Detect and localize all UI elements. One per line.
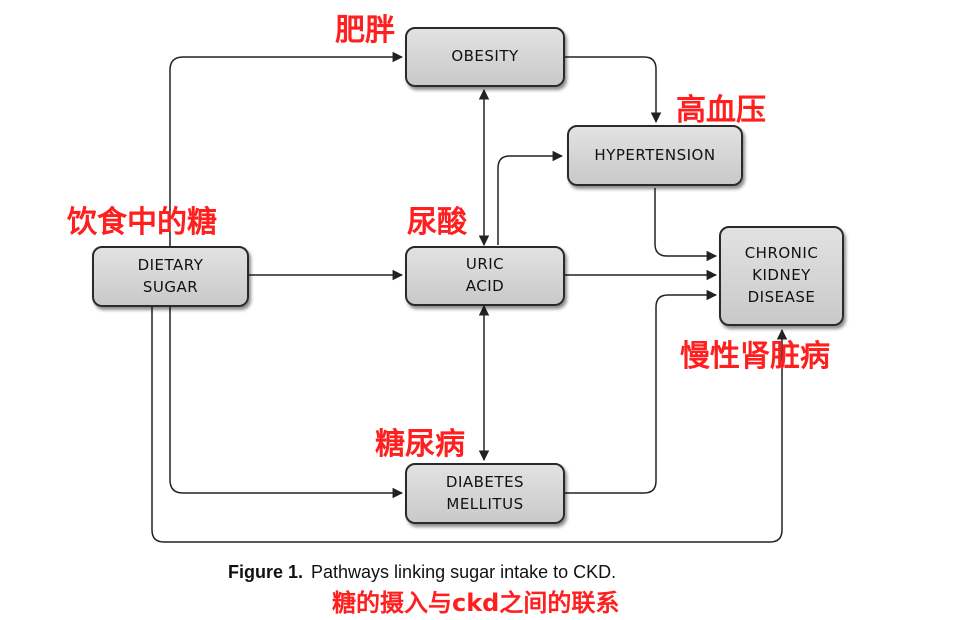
edge-sugar-obesity [169,51,404,246]
node-dietary-sugar-line1: DIETARY [137,255,204,274]
edge-hypertension-ckd [654,188,718,262]
edge-diabetes-ckd [565,289,718,494]
figure-caption-text: Pathways linking sugar intake to CKD. [311,562,617,582]
edge-sugar-diabetes [169,307,404,499]
node-dietary-sugar-line2: SUGAR [142,277,199,296]
edge-sugar-ckd [151,307,788,543]
figure-caption-label: Figure 1. [228,562,304,582]
annotation-obesity: 肥胖 [335,13,395,48]
edge-uric-hypertension [497,150,564,245]
node-diabetes-line2: MELLITUS [446,494,524,513]
annotation-hypertension: 高血压 [676,93,766,128]
node-dietary-sugar: DIETARY SUGAR [92,246,249,307]
annotation-diabetes: 糖尿病 [375,427,465,462]
node-hypertension: HYPERTENSION [567,125,743,186]
node-uric-acid-line1: URIC [465,255,505,274]
node-obesity-label: OBESITY [451,47,519,66]
node-ckd-line3: DISEASE [747,287,816,306]
node-obesity: OBESITY [405,27,565,87]
node-uric-acid-line2: ACID [465,277,505,295]
edge-obesity-hypertension [565,56,662,124]
annotation-ckd: 慢性肾脏病 [680,339,830,374]
annotation-dietary-sugar: 饮食中的糖 [67,205,217,240]
node-diabetes-mellitus: DIABETES MELLITUS [405,463,565,524]
node-uric-acid: URIC ACID [405,246,565,306]
node-hypertension-label: HYPERTENSION [594,145,716,164]
node-ckd-line2: KIDNEY [752,266,811,285]
figure-caption-translation: 糖的摄入与ckd之间的联系 [332,589,620,617]
figure-caption: Figure 1. Pathways linking sugar intake t… [228,562,616,583]
node-ckd: CHRONIC KIDNEY DISEASE [719,226,844,326]
node-ckd-line1: CHRONIC [744,244,819,263]
annotation-uric-acid: 尿酸 [407,205,467,240]
node-diabetes-line1: DIABETES [445,472,525,491]
